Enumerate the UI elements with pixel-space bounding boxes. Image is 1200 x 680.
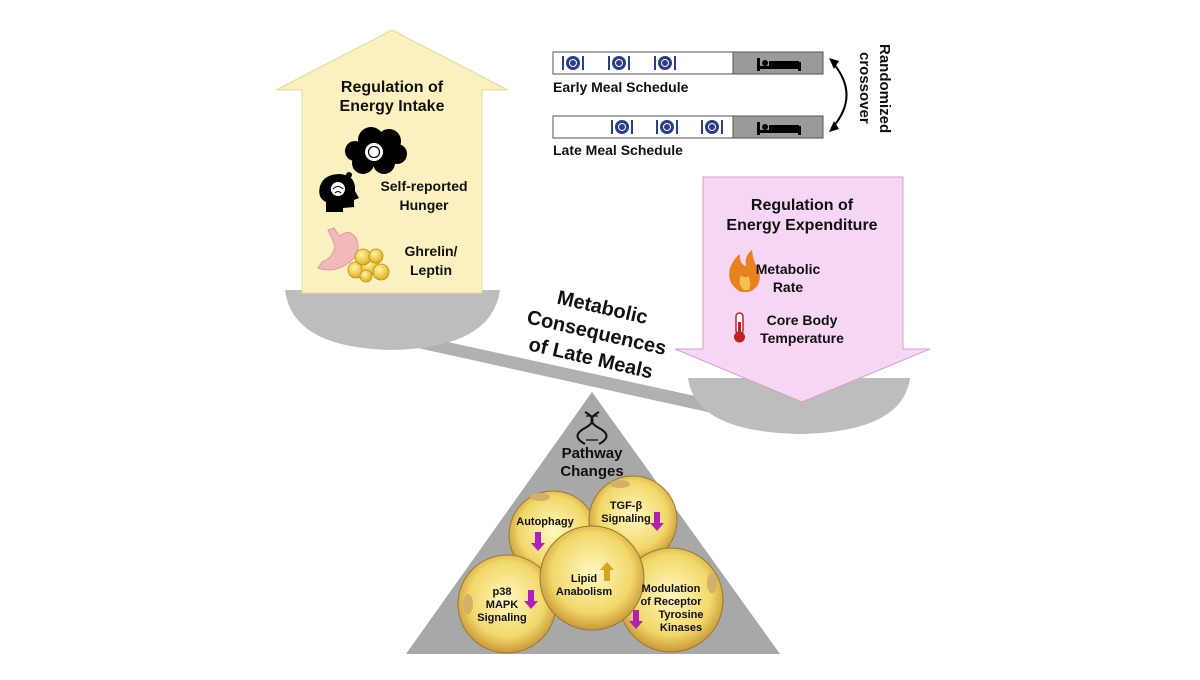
hormone-line2: Leptin	[410, 262, 452, 278]
meal-icon	[608, 56, 630, 70]
left-scale-pan	[285, 290, 500, 350]
p38-label-line2: MAPK	[486, 599, 518, 611]
rtk-label-line2: of Receptor	[640, 596, 702, 608]
rtk-label-line3: Tyrosine	[658, 609, 703, 621]
crossover-label-line1: Randomized	[876, 44, 893, 133]
p38-label-line1: p38	[493, 586, 512, 598]
metabolic-line2: Rate	[773, 279, 804, 295]
meal-icon	[611, 120, 633, 134]
sleep-bed-icon	[757, 122, 801, 135]
thermometer-icon	[734, 312, 745, 343]
rtk-down-arrow	[629, 610, 643, 629]
tgf-down-arrow	[650, 512, 664, 531]
expenditure-title-line2: Energy Expenditure	[726, 217, 877, 234]
stomach-icon	[317, 227, 359, 271]
expenditure-title-line1: Regulation of	[751, 197, 854, 214]
crossover-label-line2: crossover	[856, 52, 873, 124]
temp-line2: Temperature	[760, 330, 844, 346]
right-scale-pan	[688, 378, 910, 434]
meal-icon	[654, 56, 676, 70]
rtk-cell	[618, 547, 724, 653]
temp-line1: Core Body	[767, 312, 838, 328]
autophagy-label: Autophagy	[516, 516, 574, 528]
sleep-bed-icon	[757, 58, 801, 71]
autophagy-down-arrow	[531, 532, 545, 551]
hormone-line1: Ghrelin/	[405, 243, 458, 259]
hunger-line2: Hunger	[400, 197, 450, 213]
meal-icon	[656, 120, 678, 134]
rtk-label-line1: Modulation	[642, 583, 701, 595]
tgf-label-line2: Signaling	[601, 513, 651, 525]
pathway-title-line1: Pathway	[562, 445, 624, 462]
metabolic-line1: Metabolic	[756, 261, 821, 277]
meal-icon	[562, 56, 584, 70]
flame-icon	[729, 250, 760, 292]
fat-cells-icon	[347, 248, 390, 283]
intake-title-line2: Energy Intake	[340, 98, 445, 115]
tgf-label-line1: TGF-β	[610, 500, 643, 512]
late-meal-label: Late Meal Schedule	[553, 142, 683, 158]
pathway-title-line2: Changes	[560, 463, 623, 480]
hunger-line1: Self-reported	[380, 178, 467, 194]
lipid-label-line2: Anabolism	[556, 586, 612, 598]
lipid-label-line1: Lipid	[571, 573, 597, 585]
crossover-double-arrow	[829, 58, 848, 132]
meal-icon	[701, 120, 723, 134]
head-brain-icon	[319, 174, 359, 212]
energy-expenditure-arrow	[674, 176, 931, 403]
early-meal-label: Early Meal Schedule	[553, 79, 689, 95]
p38-label-line3: Signaling	[477, 612, 527, 624]
lipid-up-arrow	[600, 562, 614, 581]
p38-down-arrow	[524, 590, 538, 609]
intake-title-line1: Regulation of	[341, 79, 444, 96]
lipid-anabolism-cell	[539, 525, 645, 631]
p38-mapk-cell	[457, 554, 557, 654]
rtk-label-line4: Kinases	[660, 622, 702, 634]
dna-icon	[576, 411, 608, 445]
